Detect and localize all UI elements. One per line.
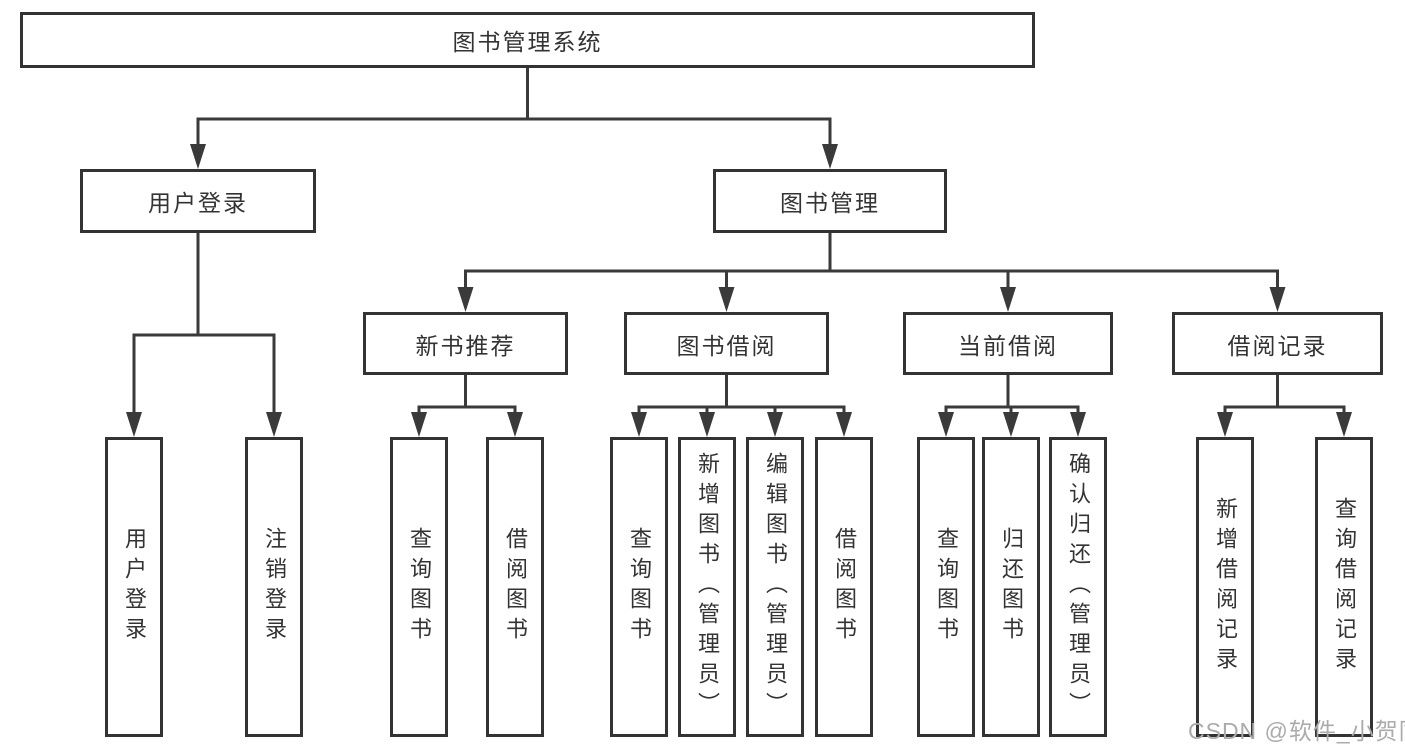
node-new-book-recommend: 新书推荐 — [363, 312, 568, 375]
leaf-user-login: 用户登录 — [105, 437, 163, 737]
leaf-label: 查询图书 — [407, 527, 432, 647]
node-book-borrow: 图书借阅 — [624, 312, 829, 375]
leaf-label: 注销登录 — [262, 527, 287, 647]
node-book-management: 图书管理 — [713, 169, 947, 233]
leaf-query-book: 查询图书 — [917, 437, 975, 737]
leaf-edit-book-admin: 编辑图书（管理员） — [746, 437, 804, 737]
leaf-label: 查询图书 — [627, 527, 652, 647]
leaf-logout: 注销登录 — [245, 437, 303, 737]
leaf-return-book: 归还图书 — [982, 437, 1040, 737]
root-node: 图书管理系统 — [20, 12, 1035, 68]
node-borrow-records: 借阅记录 — [1172, 312, 1383, 375]
leaf-add-borrow-record: 新增借阅记录 — [1196, 437, 1254, 737]
leaf-borrow-book: 借阅图书 — [486, 437, 544, 737]
node-user-login: 用户登录 — [80, 169, 316, 233]
leaf-label: 新增借阅记录 — [1213, 497, 1238, 677]
leaf-confirm-return-admin: 确认归还（管理员） — [1049, 437, 1107, 737]
leaf-label: 编辑图书（管理员） — [763, 452, 788, 722]
leaf-label: 用户登录 — [122, 527, 147, 647]
leaf-borrow-book: 借阅图书 — [815, 437, 873, 737]
leaf-label: 借阅图书 — [832, 527, 857, 647]
leaf-label: 新增图书（管理员） — [695, 452, 720, 722]
leaf-label: 确认归还（管理员） — [1066, 452, 1091, 722]
leaf-add-book-admin: 新增图书（管理员） — [678, 437, 736, 737]
leaf-query-book: 查询图书 — [390, 437, 448, 737]
leaf-query-book: 查询图书 — [610, 437, 668, 737]
leaf-label: 借阅图书 — [503, 527, 528, 647]
node-current-borrow: 当前借阅 — [903, 312, 1113, 375]
leaf-label: 查询借阅记录 — [1332, 497, 1357, 677]
leaf-label: 归还图书 — [999, 527, 1024, 647]
leaf-label: 查询图书 — [934, 527, 959, 647]
leaf-query-borrow-record: 查询借阅记录 — [1315, 437, 1373, 737]
csdn-watermark: CSDN @软件_小贺同学 — [1188, 718, 1405, 744]
